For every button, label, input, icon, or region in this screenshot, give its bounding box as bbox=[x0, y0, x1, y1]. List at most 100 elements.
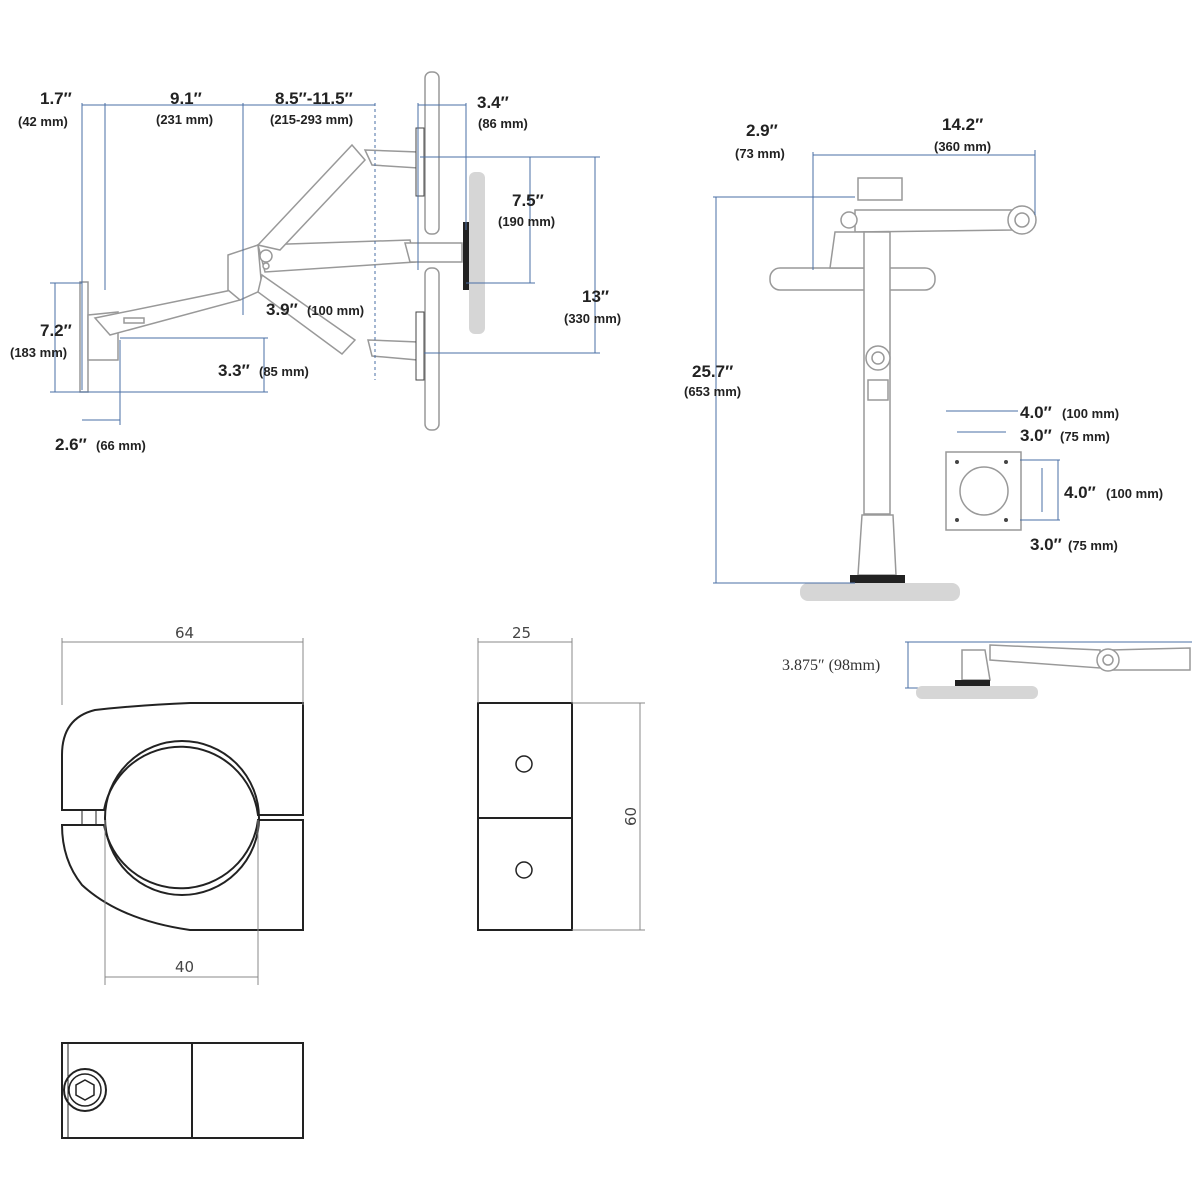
dim-vesa-h1-mm: (100 mm) bbox=[1106, 486, 1163, 501]
dim-vesa-height-mm: (190 mm) bbox=[498, 214, 555, 229]
dim-wall-depth: 1.7″ bbox=[40, 89, 72, 108]
hex-bolt-rim bbox=[68, 1073, 102, 1107]
dim-elbow-rise: 3.9″ bbox=[266, 300, 298, 319]
elbow-joint bbox=[227, 243, 263, 301]
dim-plate-height: 7.2″ bbox=[40, 321, 72, 340]
dim-head-depth-mm: (86 mm) bbox=[478, 116, 528, 131]
low-arm-joint-inner bbox=[1102, 654, 1114, 666]
vesa-hole-4 bbox=[1004, 518, 1008, 522]
dim-height-range: 13″ bbox=[582, 287, 609, 306]
pivot-2 bbox=[262, 262, 270, 270]
pole bbox=[863, 231, 891, 515]
dim-pole-offset: 2.9″ bbox=[746, 121, 778, 140]
low-base-foot bbox=[955, 680, 990, 686]
clamp-front-view: 64 40 bbox=[60, 624, 304, 985]
monitor-mid bbox=[469, 172, 485, 334]
dim-elbow-offset-mm: (85 mm) bbox=[259, 364, 309, 379]
low-arm bbox=[989, 644, 1101, 669]
dim-pole-height: 25.7″ bbox=[692, 362, 733, 381]
vesa-plate-mid bbox=[463, 222, 469, 290]
dim-clamp-height: 60 bbox=[622, 807, 640, 826]
dim-vesa-w2: 3.0″ bbox=[1020, 426, 1052, 445]
dim-bracket-depth-mm: (66 mm) bbox=[96, 438, 146, 453]
clamp-dimension-lines bbox=[61, 638, 304, 985]
top-arm-joint-inner bbox=[1014, 212, 1030, 228]
clamp-top-body bbox=[61, 1042, 304, 1139]
clamp-side-upper bbox=[477, 702, 573, 819]
pole-mount-view: 2.9″ (73 mm) 14.2″ (360 mm) 25.7″ (653 m… bbox=[684, 115, 1163, 601]
vesa-hole-1 bbox=[955, 460, 959, 464]
wall-arm-side-view: 1.7″ (42 mm) 9.1″ (231 mm) 8.5″-11.5″ (2… bbox=[10, 71, 621, 454]
dim-lower-arm: 9.1″ bbox=[170, 89, 202, 108]
clamp-top-view bbox=[61, 1042, 304, 1139]
monitor-bottom-ghost bbox=[424, 267, 440, 431]
dim-clamp-depth: 25 bbox=[512, 624, 531, 642]
monitor-top-ghost bbox=[424, 71, 440, 235]
dim-clamp-width: 64 bbox=[175, 624, 194, 642]
vesa-center-hole bbox=[959, 466, 1009, 516]
dim-vesa-w1-mm: (100 mm) bbox=[1062, 406, 1119, 421]
wall-plate bbox=[79, 281, 89, 393]
tilt-head-top bbox=[363, 149, 419, 169]
vesa-hole-3 bbox=[955, 518, 959, 522]
tilt-head-mid bbox=[404, 242, 463, 263]
upper-arm-raised bbox=[256, 143, 367, 251]
pivot-1 bbox=[259, 249, 273, 263]
pole-clip bbox=[867, 379, 889, 401]
clamp-upper-half bbox=[61, 702, 304, 816]
dim-lower-arm-mm: (231 mm) bbox=[156, 112, 213, 127]
desk-top-ghost bbox=[769, 267, 936, 291]
clamp-screw-tip bbox=[81, 809, 97, 826]
wall-arm-dimension-lines bbox=[50, 103, 600, 425]
dim-wall-depth-mm: (42 mm) bbox=[18, 114, 68, 129]
hex-socket-icon bbox=[75, 1079, 95, 1101]
base-foot bbox=[850, 575, 905, 583]
pole-dimension-lines bbox=[713, 150, 1060, 584]
low-base-bracket bbox=[961, 649, 991, 681]
dim-vesa-w2-mm: (75 mm) bbox=[1060, 429, 1110, 444]
dim-vesa-h2: 3.0″ bbox=[1030, 535, 1062, 554]
dim-upper-arm: 8.5″-11.5″ bbox=[275, 89, 353, 108]
low-arm-extension bbox=[1109, 647, 1191, 671]
dim-clamp-bore: 40 bbox=[175, 958, 194, 976]
dim-elbow-rise-mm: (100 mm) bbox=[307, 303, 364, 318]
dim-arm-reach-mm: (360 mm) bbox=[934, 139, 991, 154]
arm-slot bbox=[123, 317, 145, 324]
vesa-plate-top bbox=[415, 127, 425, 197]
dim-pole-height-mm: (653 mm) bbox=[684, 384, 741, 399]
low-profile-view: 3.875″ (98mm) bbox=[782, 641, 1192, 699]
clamp-side-dimension-lines bbox=[477, 638, 645, 931]
side-hole-upper bbox=[515, 755, 533, 773]
base-bracket bbox=[857, 514, 897, 576]
vesa-plate-bottom bbox=[415, 311, 425, 381]
dim-vesa-h2-mm: (75 mm) bbox=[1068, 538, 1118, 553]
pole-collar-inner bbox=[871, 351, 885, 365]
clamp-bore bbox=[104, 740, 260, 896]
dim-pole-offset-mm: (73 mm) bbox=[735, 146, 785, 161]
desk-shadow bbox=[800, 583, 960, 601]
dim-bracket-depth: 2.6″ bbox=[55, 435, 87, 454]
vesa-hole-2 bbox=[1004, 460, 1008, 464]
dim-upper-arm-mm: (215-293 mm) bbox=[270, 112, 353, 127]
dim-low-profile: 3.875″ (98mm) bbox=[782, 657, 880, 674]
clamp-lower-half bbox=[60, 819, 304, 931]
dim-arm-reach: 14.2″ bbox=[942, 115, 983, 134]
dim-plate-height-mm: (183 mm) bbox=[10, 345, 67, 360]
dim-vesa-height: 7.5″ bbox=[512, 191, 544, 210]
clamp-side-view: 25 60 bbox=[477, 624, 645, 931]
top-arm bbox=[854, 209, 1013, 233]
low-desk-shadow bbox=[916, 686, 1038, 699]
top-pivot bbox=[840, 211, 858, 229]
clamp-side-lower bbox=[477, 817, 573, 931]
dim-vesa-h1: 4.0″ bbox=[1064, 483, 1096, 502]
side-hole-lower bbox=[515, 861, 533, 879]
dim-head-depth: 3.4″ bbox=[477, 93, 509, 112]
hex-bolt-head bbox=[63, 1068, 107, 1112]
top-clamp bbox=[857, 177, 903, 201]
dim-vesa-w1: 4.0″ bbox=[1020, 403, 1052, 422]
dim-height-range-mm: (330 mm) bbox=[564, 311, 621, 326]
dim-elbow-offset: 3.3″ bbox=[218, 361, 250, 380]
top-base-bracket bbox=[829, 231, 867, 269]
upper-arm-lowered bbox=[257, 273, 357, 356]
